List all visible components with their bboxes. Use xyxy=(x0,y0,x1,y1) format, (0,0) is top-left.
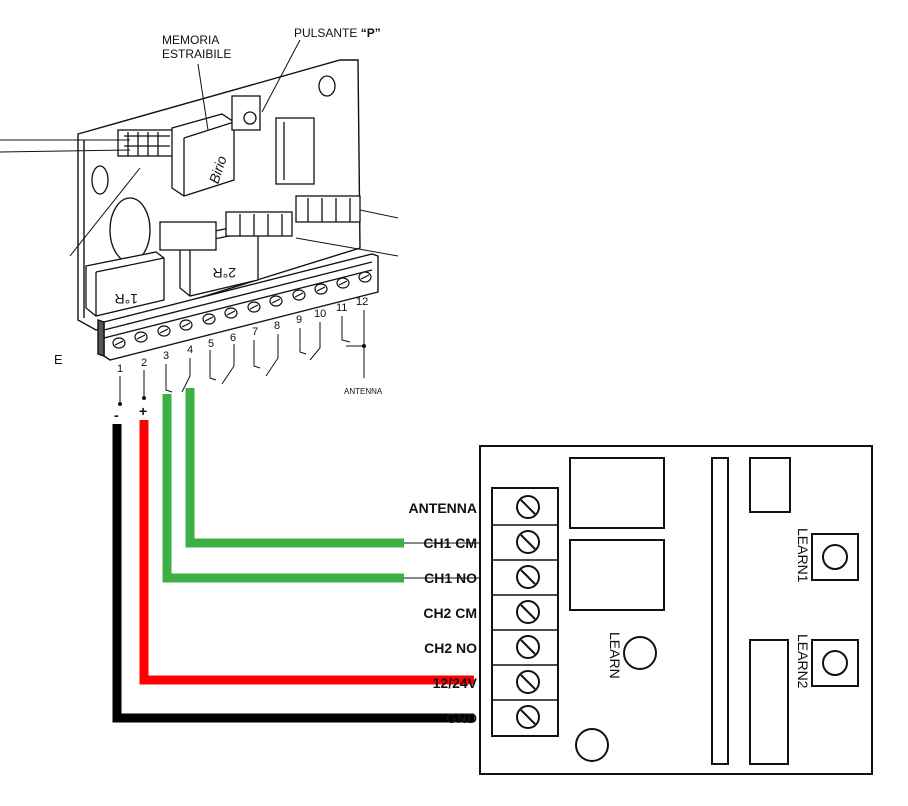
receiver-screw-terminals xyxy=(492,495,558,729)
wire-ch1-no xyxy=(162,394,404,583)
memory-callout-line2: ESTRAIBILE xyxy=(162,47,231,61)
wire-ch1-cm xyxy=(185,388,404,548)
terminal-number: 5 xyxy=(208,338,214,350)
antenna-note: ANTENNA xyxy=(344,387,383,396)
terminal-number: 2 xyxy=(141,357,147,369)
wire-gnd xyxy=(112,424,474,723)
terminal-number: 10 xyxy=(314,308,326,320)
terminal-number: 9 xyxy=(296,314,302,326)
button-callout-prefix: PULSANTE xyxy=(294,26,361,40)
terminal-label-ch1-cm: CH1 CM xyxy=(423,535,477,551)
edge-fragment: E xyxy=(54,352,63,367)
screw-icon xyxy=(516,495,540,519)
board-components xyxy=(85,75,361,317)
terminal-number: 4 xyxy=(187,344,193,356)
terminal-label-antenna: ANTENNA xyxy=(409,500,477,516)
relay2-label: 2°R xyxy=(213,265,237,281)
terminal-numbers: 1 2 3 4 5 6 7 8 9 10 11 12 xyxy=(117,296,368,375)
terminal-number: 1 xyxy=(117,363,123,375)
terminal-label-ch2-cm: CH2 CM xyxy=(423,605,477,621)
screw-icon xyxy=(516,565,540,589)
learn1-label: LEARN1 xyxy=(795,528,811,583)
receiver-terminal-labels: ANTENNA CH1 CM CH1 NO CH2 CM CH2 NO 12/2… xyxy=(409,500,478,726)
screw-icon xyxy=(516,635,540,659)
terminal-number: 3 xyxy=(163,350,169,362)
polarity-minus: - xyxy=(114,407,119,423)
terminal-number: 11 xyxy=(336,302,347,314)
screw-icon xyxy=(516,530,540,554)
button-callout-key: “P” xyxy=(361,26,381,40)
terminal-number: 12 xyxy=(356,296,368,308)
screw-icon xyxy=(516,705,540,729)
wire-power xyxy=(139,420,474,685)
terminal-label-gnd: GND xyxy=(446,710,477,726)
wires xyxy=(112,388,474,723)
screw-icon xyxy=(516,670,540,694)
terminal-number: 6 xyxy=(230,332,236,344)
screw-icon xyxy=(516,600,540,624)
wire-stubs xyxy=(404,542,480,579)
polarity-plus: + xyxy=(139,403,147,419)
relay1-label: 1°R xyxy=(115,291,139,307)
memory-callout-line1: MEMORIA xyxy=(162,33,219,47)
learn2-label: LEARN2 xyxy=(795,634,811,689)
terminal-label-ch1-no: CH1 NO xyxy=(424,570,477,586)
terminal-number: 8 xyxy=(274,320,280,332)
terminal-label-power: 12/24V xyxy=(433,675,478,691)
callout-leaders xyxy=(0,39,399,257)
receiver-module xyxy=(479,445,873,775)
button-callout: PULSANTE “P” xyxy=(294,26,381,40)
terminal-number: 7 xyxy=(252,326,258,338)
terminal-drops xyxy=(118,310,366,406)
learn-label: LEARN xyxy=(607,632,623,679)
board-screw-terminals xyxy=(112,271,372,349)
terminal-label-ch2-no: CH2 NO xyxy=(424,640,477,656)
